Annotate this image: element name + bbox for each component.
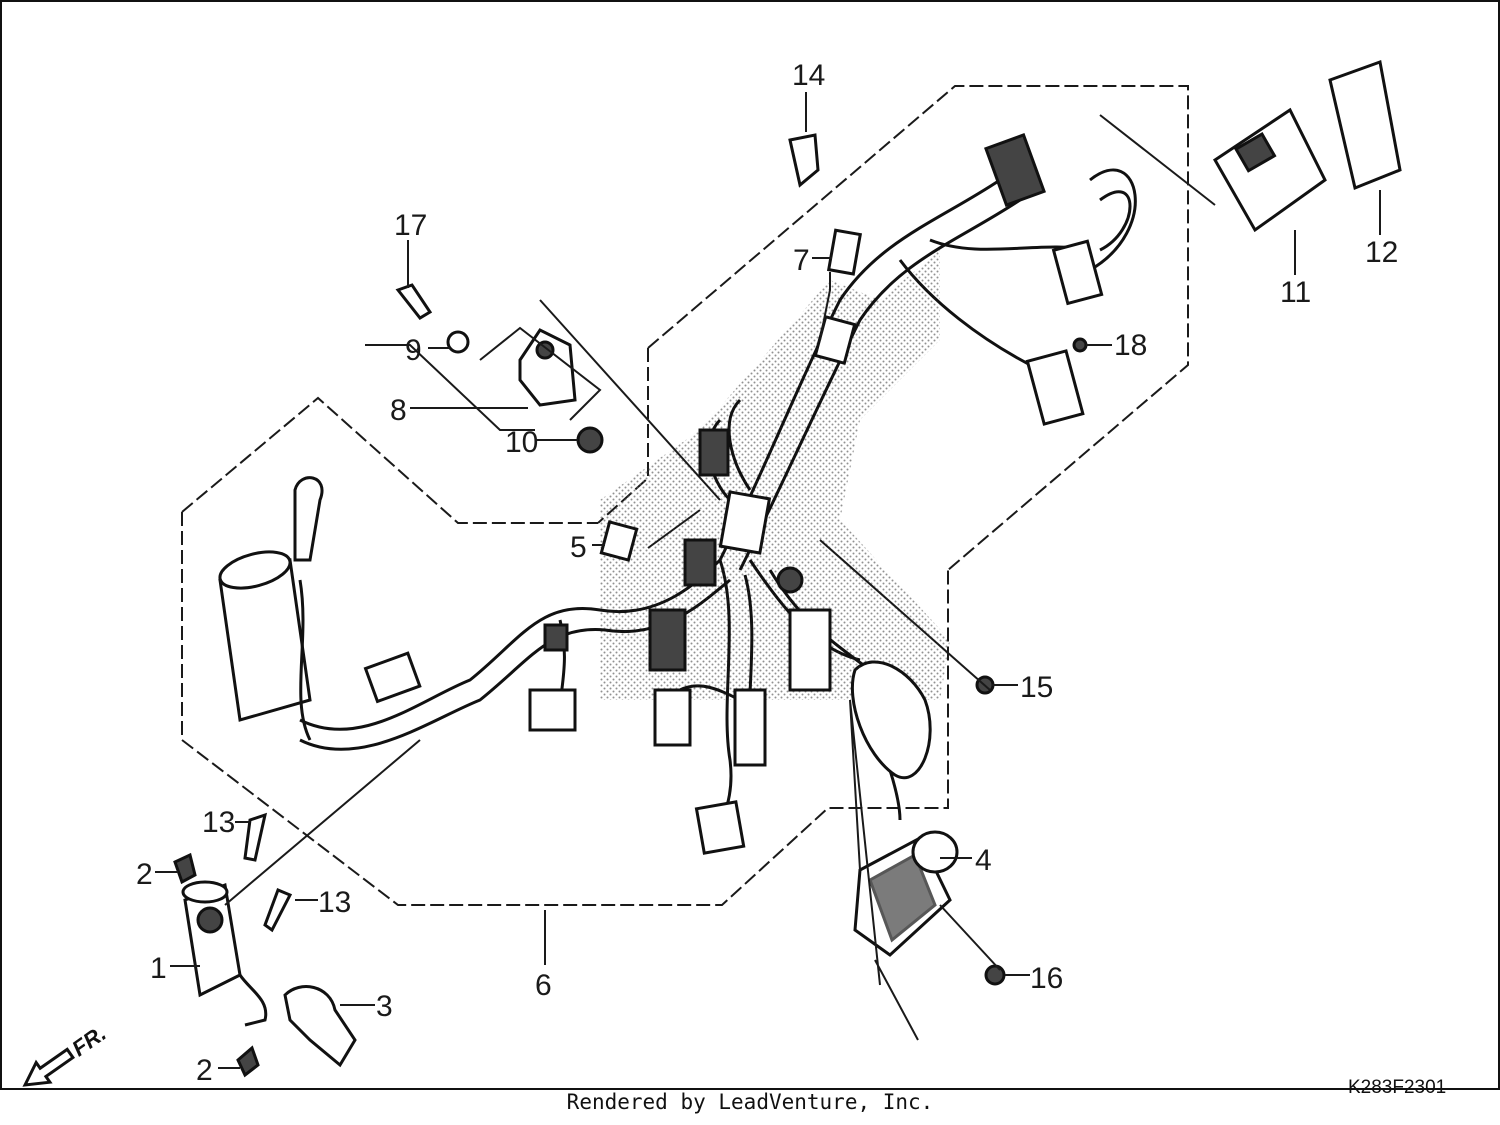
part-7-clamp [826,228,863,276]
callout-13-lower: 13 [318,886,351,919]
part-17-bolt [395,283,433,320]
part-10-grommet [576,426,604,454]
callout-9: 9 [405,334,422,367]
part-5-clamp [599,520,639,562]
part-12-relay [1328,59,1402,191]
harness-cover [850,660,932,779]
callout-4: 4 [975,844,992,877]
part-11-relay [1213,107,1327,233]
part-13-bolt-lower [263,888,293,933]
diagram-border [0,0,1500,1090]
callout-6: 6 [535,969,552,1002]
callout-10: 10 [505,426,538,459]
footer-credit: Rendered by LeadVenture, Inc. [566,1090,934,1114]
callout-1: 1 [150,952,167,985]
callout-15: 15 [1020,671,1053,704]
callout-5: 5 [570,531,587,564]
callout-12: 12 [1365,236,1398,269]
part-13-bolt-upper [243,812,268,862]
callout-13-upper: 13 [202,806,235,839]
part-4-regulator [853,689,959,957]
callout-3: 3 [376,990,393,1023]
callout-8: 8 [390,394,407,427]
part-3-boot [283,985,357,1068]
callout-16: 16 [1030,962,1063,995]
leader-lines [155,92,1381,1069]
callout-17: 17 [394,209,427,242]
part-18-clip [1072,337,1088,353]
front-direction-label: FR. [67,1020,110,1061]
part-9-collar [446,330,470,354]
callout-2-upper: 2 [136,858,153,891]
harness-outline-lower [181,396,949,906]
callout-11: 11 [1280,276,1311,309]
callout-14: 14 [792,59,825,92]
front-direction-arrow: FR. [22,1020,111,1087]
callout-7: 7 [793,244,810,277]
callout-2-lower: 2 [196,1054,213,1087]
part-14-clip [788,133,820,188]
part-2-clip-upper [173,852,197,885]
part-1-switch [181,880,268,1027]
diagram-code: K283F2301 [1348,1077,1446,1098]
part-8-bracket [518,328,577,407]
callout-18: 18 [1114,329,1147,362]
part-16-nut [984,964,1006,986]
ignition-coil [218,476,422,741]
harness-connectors [528,133,1104,855]
part-2-clip-lower [236,1045,260,1078]
